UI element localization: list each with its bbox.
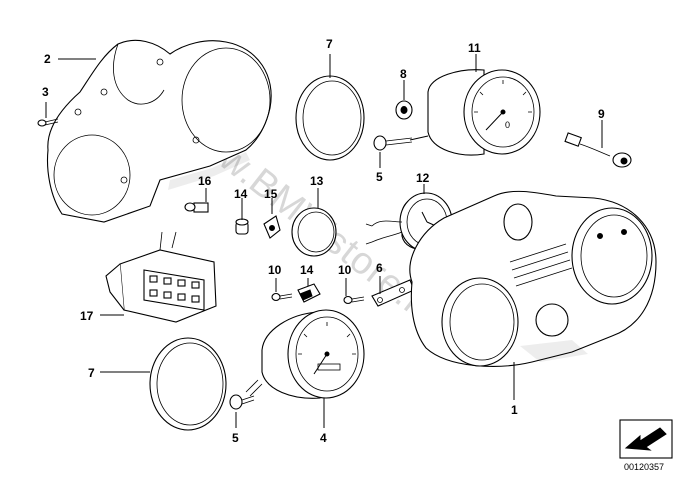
- part-5-nut-upper[interactable]: [373, 135, 413, 151]
- callout-7-upper: 7: [326, 37, 333, 51]
- part-4-speedometer[interactable]: [245, 309, 365, 399]
- leader-lines: [45, 54, 603, 428]
- callout-labels: 2 3 7 11 8 9 5 16 14 15 13 12 10 14 10 6…: [42, 37, 605, 445]
- callout-11: 11: [468, 41, 481, 55]
- diagram-reference: 00120357: [619, 419, 673, 472]
- callout-18: 17: [80, 309, 94, 323]
- part-9-connector[interactable]: [564, 132, 632, 168]
- diagram-code: 00120357: [624, 462, 664, 472]
- part-10-screw-left[interactable]: [271, 292, 293, 302]
- part-8-grommet[interactable]: [395, 100, 413, 120]
- callout-1: 1: [511, 403, 518, 417]
- callout-10-right: 10: [338, 263, 352, 277]
- svg-text:0: 0: [505, 120, 510, 130]
- callout-4: 4: [320, 431, 327, 445]
- arrow-pointer-icon: [624, 427, 667, 451]
- part-2-upper-cover[interactable]: [47, 39, 272, 223]
- part-11-tachometer[interactable]: 0: [409, 69, 541, 156]
- callout-5-lower: 5: [232, 431, 239, 445]
- callout-9: 9: [598, 107, 605, 121]
- callout-3: 3: [42, 85, 49, 99]
- part-5-nut-lower[interactable]: [229, 394, 255, 410]
- part-1-instrument-housing[interactable]: [409, 190, 657, 367]
- callout-7-lower: 7: [88, 366, 95, 380]
- part-10-screw-right[interactable]: [343, 295, 365, 305]
- callout-17: 16: [198, 174, 212, 188]
- callout-5-upper: 5: [376, 170, 383, 184]
- part-18-switch-block[interactable]: [105, 231, 217, 323]
- callout-16: 14: [300, 263, 314, 277]
- callout-6: 6: [376, 261, 383, 275]
- callout-12: 12: [416, 171, 430, 185]
- callout-15: 14: [234, 187, 248, 201]
- part-17-bulb[interactable]: [184, 202, 209, 213]
- callout-2: 2: [44, 52, 51, 66]
- callout-8: 8: [400, 67, 407, 81]
- part-16-clip[interactable]: [297, 283, 321, 303]
- callout-10-left: 10: [268, 263, 282, 277]
- callout-14: 15: [264, 187, 278, 201]
- part-3-screw[interactable]: [37, 118, 59, 127]
- part-7-ring-lower[interactable]: [149, 337, 227, 431]
- part-13-ring[interactable]: [291, 207, 337, 257]
- part-7-ring-upper[interactable]: [295, 75, 365, 161]
- part-15-bulb-holder[interactable]: [235, 218, 249, 235]
- callout-13: 13: [310, 174, 324, 188]
- part-14-socket[interactable]: [263, 215, 281, 239]
